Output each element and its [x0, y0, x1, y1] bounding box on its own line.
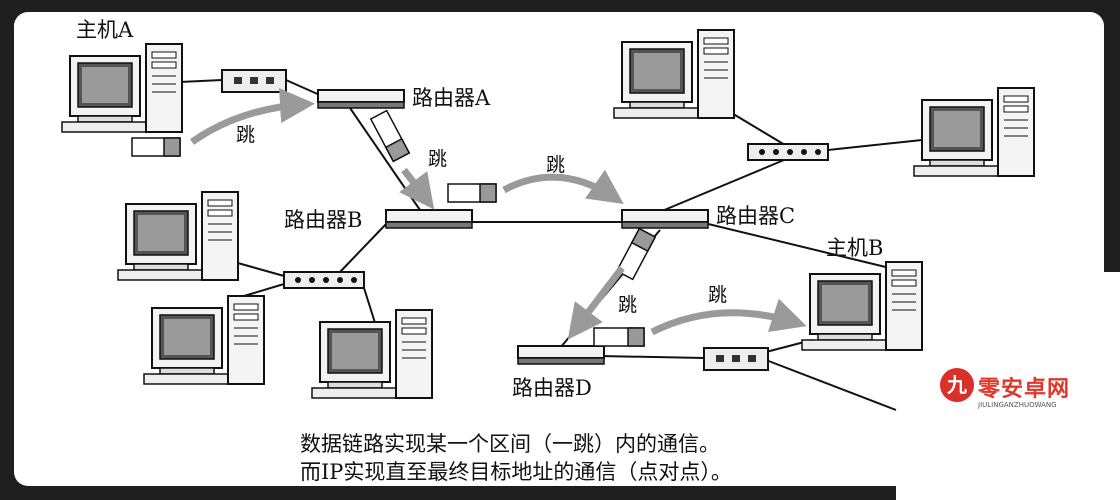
computer-icon — [117, 191, 239, 281]
hop-label: 跳 — [428, 148, 448, 170]
hub-icon — [221, 69, 287, 93]
caption-line-2: 而IP实现直至最终目标地址的通信（点对点）。 — [300, 460, 732, 484]
router-d-device — [517, 345, 605, 365]
router-c-label: 路由器C — [716, 204, 796, 228]
host-b-computer — [801, 261, 923, 351]
router-b-label: 路由器B — [284, 208, 363, 232]
watermark-title: 零安卓网 — [978, 377, 1071, 402]
computer-icon — [143, 295, 265, 385]
hub-icon — [703, 347, 769, 371]
router-d-label: 路由器D — [512, 376, 592, 400]
switch-icon — [283, 271, 365, 289]
switch-icon — [747, 143, 829, 161]
hop-arrows — [189, 88, 807, 340]
router-b-device — [385, 209, 473, 229]
watermark-badge: 九 — [940, 368, 974, 402]
watermark-subtitle: JIULINGANZHUOWANG — [978, 401, 1057, 409]
hop-label: 跳 — [546, 154, 566, 176]
router-c-device — [621, 209, 709, 229]
router-a-label: 路由器A — [412, 86, 491, 110]
watermark-logo: 九 零安卓网 JIULINGANZHUOWANG — [940, 368, 1080, 414]
router-a-device — [317, 89, 405, 109]
host-a-label: 主机A — [76, 18, 134, 42]
computer-icon — [311, 309, 433, 399]
packets — [131, 109, 657, 347]
computer-icon — [613, 29, 735, 119]
hop-label: 跳 — [236, 124, 256, 146]
caption-line-1: 数据链路实现某一个区间（一跳）内的通信。 — [300, 432, 720, 456]
hop-label: 跳 — [618, 294, 638, 316]
hop-label: 跳 — [708, 284, 728, 306]
computer-icon — [913, 87, 1035, 177]
host-b-label: 主机B — [826, 236, 884, 260]
corner-panel — [896, 272, 1120, 500]
host-a-computer — [61, 43, 183, 133]
